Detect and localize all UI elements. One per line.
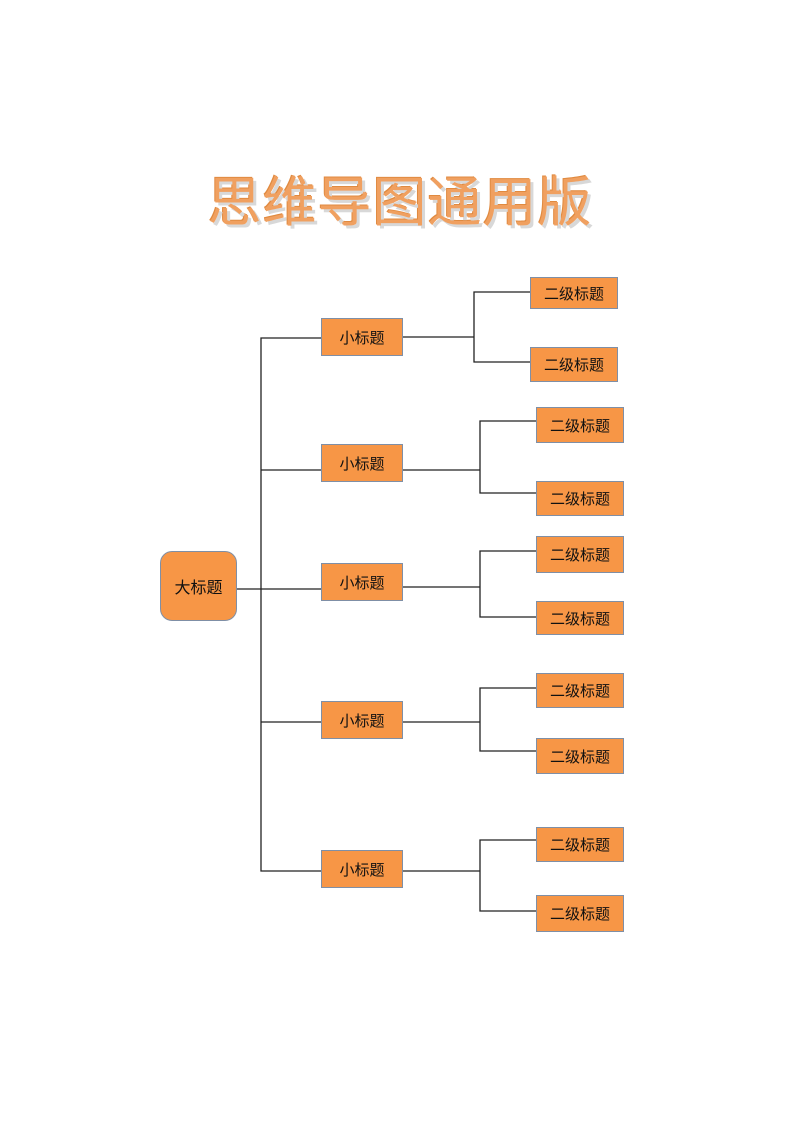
group-2-connector [403, 420, 536, 494]
page-title: 思维导图通用版 [207, 171, 593, 234]
subtopic-node[interactable]: 小标题 [321, 444, 403, 482]
second-level-node[interactable]: 二级标题 [536, 895, 624, 932]
second-level-node[interactable]: 二级标题 [536, 601, 624, 635]
subtopic-node[interactable]: 小标题 [321, 701, 403, 739]
subtopic-node[interactable]: 小标题 [321, 563, 403, 601]
subtopic-node[interactable]: 小标题 [321, 850, 403, 888]
second-level-node[interactable]: 二级标题 [536, 407, 624, 443]
second-level-node[interactable]: 二级标题 [536, 738, 624, 774]
second-level-node[interactable]: 二级标题 [530, 277, 618, 309]
group-1-connector [403, 291, 530, 363]
second-level-node[interactable]: 二级标题 [536, 481, 624, 516]
second-level-node[interactable]: 二级标题 [536, 673, 624, 708]
trunk-line [260, 337, 321, 872]
group-4-connector [403, 687, 536, 752]
second-level-node[interactable]: 二级标题 [536, 536, 624, 573]
subtopic-node[interactable]: 小标题 [321, 318, 403, 356]
second-level-node[interactable]: 二级标题 [530, 347, 618, 382]
main-topic-node[interactable]: 大标题 [160, 551, 237, 621]
group-3-connector [403, 550, 536, 618]
group-5-connector [403, 839, 536, 912]
second-level-node[interactable]: 二级标题 [536, 827, 624, 862]
